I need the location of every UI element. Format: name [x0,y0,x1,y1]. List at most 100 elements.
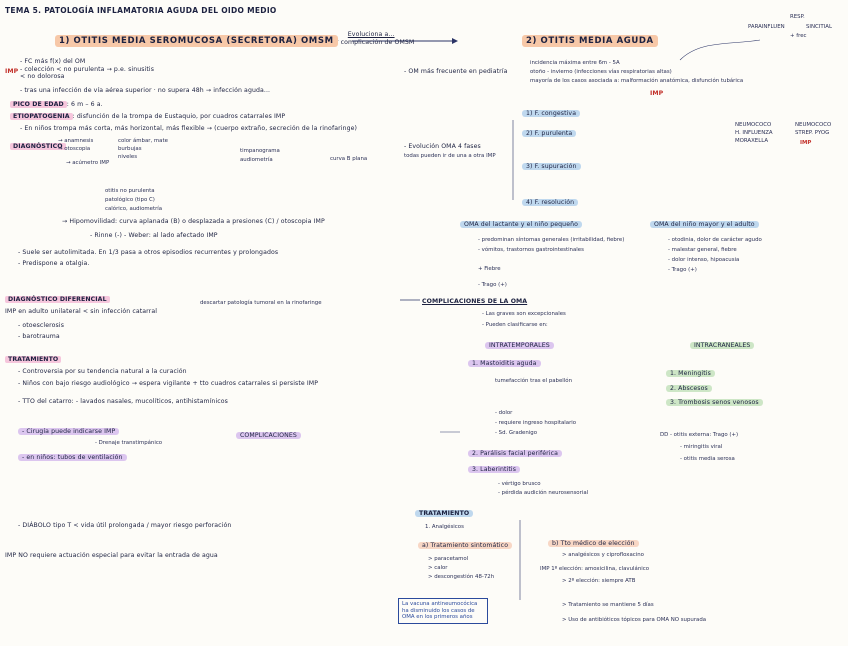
dd-3: - otitis media serosa [680,456,735,462]
diag-timpanograma: timpanograma [240,148,280,154]
diff-item-3: - otoesclerosis [18,322,65,329]
mastoid-label: 1. Mastoiditis aguda [468,360,541,368]
bact-2: H. INFLUENZA [735,130,773,136]
diag-otitis: otitis no purulenta [105,188,155,194]
trat-item-1: - Controversia por su tendencia natural … [18,368,187,375]
resp-2: SINCITIAL [806,24,832,30]
phase-3: 3) F. supuración [522,163,581,171]
bact-3: MORAXELLA [735,138,769,144]
diag-color: color ámbar, mate [118,138,168,144]
diff-item-4: - barotrauma [18,333,60,340]
hipomovilidad: → Hipomovilidad: curva aplanada (B) o de… [62,218,325,225]
trat-etio-4: > Tratamiento se mantiene 5 días [562,602,654,608]
pico-edad: PICO DE EDAD: 6 m – 6 a. [10,101,103,109]
trat-etio-5: > Uso de antibióticos tópicos para OMA N… [562,617,707,623]
phase-2: 2) F. purulenta [522,130,577,138]
trat-etio-1: > analgésicos y ciprofloxacino [562,552,644,558]
mastoid-3: - requiere ingreso hospitalario [495,420,577,426]
trat-sintom-2: > calor [428,565,448,571]
intracran-2: 2. Abscesos [666,385,712,393]
trat-oma-sub: 1. Analgésicos [425,524,464,530]
diag-patologico: patológico (tipo C) [105,197,155,203]
diff-item-2: descartar patología tumoral en la rinofa… [200,300,322,306]
mastoid-1: tumefacción tras el pabellón [495,378,573,384]
laberint-2: - pérdida audición neurosensorial [498,490,589,496]
adulto-3: - dolor intenso, hipoacusia [668,257,740,263]
complic-intro-2: - Pueden clasificarse en: [482,322,548,328]
intracran-label: INTRACRANEALES [690,342,755,350]
oma-intro-3: otoño - invierno (infecciones vías respi… [530,69,672,75]
lactante-3: + Fiebre [478,266,501,272]
trat-item-3: - TTO del catarro: - lavados nasales, mu… [18,398,228,405]
trat-item-2: - Niños con bajo riesgo audiológico → es… [18,380,319,387]
tratamiento-label: TRATAMIENTO [5,356,62,364]
intracran-3: 3. Trombosis senos venosos [666,399,763,407]
diag-rinne: - Rinne (-) - Weber: al lado afectado IM… [90,232,218,239]
evolution-note: Evoluciona a... por complicación de OMSM [328,31,415,46]
complic-intro-1: - Las graves son excepcionales [482,311,566,317]
trat-item-8: IMP NO requiere actuación especial para … [5,552,218,559]
bact-imp: IMP [800,140,812,146]
laberint-1: - vértigo brusco [498,481,541,487]
complic-oma-label: COMPLICACIONES DE LA OMA [422,298,528,305]
lactante-1: - predominan síntomas generales (irritab… [478,237,625,243]
trat-sintom-3: > descongestión 48-72h [428,574,495,580]
lactante-2: - vómitos, trastornos gastrointestinales [478,247,584,253]
diff-item-1: IMP en adulto unilateral < sin infección… [5,308,158,315]
trat-sintom-label: a) Tratamiento sintomático [418,542,513,550]
diag-acumetro: → acúmetro IMP [66,160,110,166]
trat-etio-label: b) Tto médico de elección [548,540,639,548]
oma-title: 2) OTITIS MEDIA AGUDA [522,35,658,47]
lactante-label: OMA del lactante y el niño pequeño [460,221,583,229]
adulto-label: OMA del niño mayor y el adulto [650,221,759,229]
adulto-1: - otodinia, dolor de carácter agudo [668,237,762,243]
diag-burbujas: burbujas [118,146,142,152]
laberint-label: 3. Laberintitis [468,466,521,474]
phase-4: 4) F. resolución [522,199,579,207]
trat-etio-2: IMP 1º elección: amoxicilina, clavulánic… [540,566,650,572]
evolution-note-text: todas pueden ir de una a otra IMP [404,153,496,159]
resp-1: PARAINFLUEN [748,24,785,30]
diag-anamnesis: → anamnesis [58,138,94,144]
adulto-2: - malestar general, fiebre [668,247,737,253]
evolution-label: - Evolución OMA 4 fases [404,143,481,150]
trat-item-4: - Cirugía puede indicarse IMP [18,428,120,436]
complicaciones-left: COMPLICACIONES [236,432,301,440]
bact-5: STREP. PYOG [795,130,830,136]
imp-tag: IMP [5,68,19,75]
diag-curva: curva B plana [330,156,368,162]
diag-otoscopia: → otoscopia [58,146,91,152]
trat-item-5: - Drenaje transtimpánico [95,440,163,446]
trat-item-6: - en niños: tubos de ventilación [18,454,127,462]
intracran-1: 1. Meningitis [666,370,715,378]
phase-1: 1) F. congestiva [522,110,581,118]
bact-1: NEUMOCOCO [735,122,772,128]
document-title: TEMA 5. PATOLOGÍA INFLAMATORIA AGUDA DEL… [5,6,277,15]
bact-4: NEUMOCOCO [795,122,832,128]
vaccine-note: La vacuna antineumocócica ha disminuido … [398,598,488,624]
trat-etio-3: > 2º elección: siempre ATB [562,578,636,584]
adulto-4: - Trago (+) [668,267,697,273]
omsm-intro: - FC más f(x) del OM - colección < no pu… [20,58,271,94]
omsm-title: 1) Otitis media seromucosa (secretora) O… [55,35,338,47]
trat-sintom-1: > paracetamol [428,556,469,562]
facial-label: 2. Parálisis facial periférica [468,450,563,458]
lactante-4: - Trago (+) [478,282,507,288]
resp-3: + frec [790,33,807,39]
trat-item-7: - DIÁBOLO tipo T < vida útil prolongada … [18,522,232,529]
dd-2: - miringitis viral [680,444,723,450]
etio-line2: - En niños trompa más corta, más horizon… [20,125,358,132]
mastoid-4: - Sd. Gradenigo [495,430,537,436]
oma-intro-4: mayoría de los casos asociada a: malform… [530,78,744,84]
diag-diferencial-label: DIAGNÓSTICO DIFERENCIAL [5,296,110,304]
intratemp-label: INTRATEMPORALES [485,342,554,350]
dd-1: DD - otitis externa: Trago (+) [660,432,739,438]
oma-intro-1: - OM más frecuente en pediatría [404,68,508,75]
trat-oma-label: TRATAMIENTO [415,510,474,518]
diag-niveles: niveles [118,154,138,160]
oma-intro-2: incidencia máxima entre 6m - 5A [530,60,620,66]
resolucion: - Suele ser autolimitada. En 1/3 pasa a … [18,249,279,256]
predispone: - Predispone a otalgia. [18,260,90,267]
mastoid-2: - dolor [495,410,513,416]
oma-imp: IMP [650,90,664,97]
